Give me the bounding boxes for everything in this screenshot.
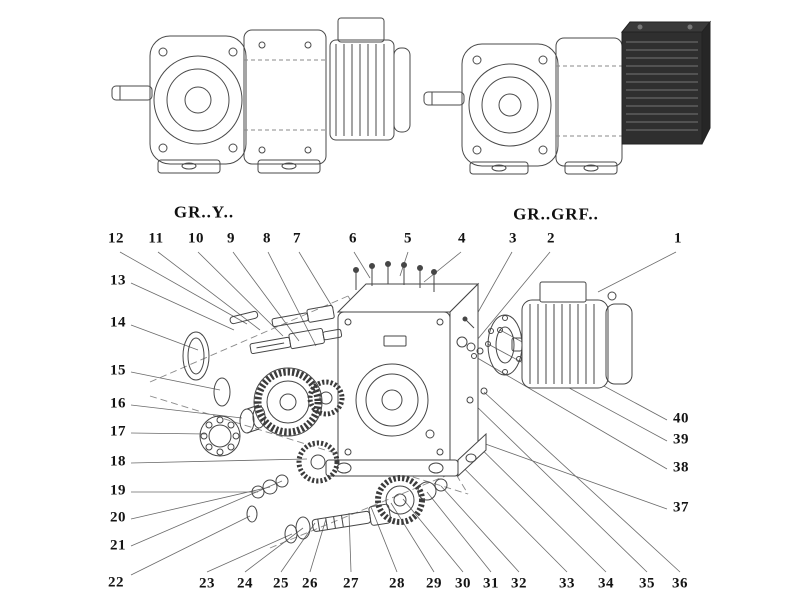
callout-label-28: 28 — [389, 575, 405, 592]
callout-label-8: 8 — [263, 230, 271, 247]
callout-label-15: 15 — [110, 362, 126, 379]
callout-label-4: 4 — [458, 230, 466, 247]
callout-label-27: 27 — [343, 575, 359, 592]
gearmotor-gr-y-drawing — [111, 17, 411, 174]
callout-label-1: 1 — [674, 230, 682, 247]
callout-label-34: 34 — [598, 575, 614, 592]
cover-bolts — [353, 261, 437, 292]
callout-label-14: 14 — [110, 314, 126, 331]
callout-label-9: 9 — [227, 230, 235, 247]
callout-label-23: 23 — [199, 575, 215, 592]
callout-label-32: 32 — [511, 575, 527, 592]
ball-bearing — [199, 415, 241, 457]
large-gear — [253, 367, 345, 437]
callout-label-3: 3 — [509, 230, 517, 247]
gearmotor-gr-grf-drawing — [423, 20, 712, 175]
callout-label-2: 2 — [547, 230, 555, 247]
callout-label-33: 33 — [559, 575, 575, 592]
callout-label-7: 7 — [293, 230, 301, 247]
callout-label-39: 39 — [673, 431, 689, 448]
callout-label-5: 5 — [404, 230, 412, 247]
callout-label-24: 24 — [237, 575, 253, 592]
callout-label-29: 29 — [426, 575, 442, 592]
callout-label-26: 26 — [302, 575, 318, 592]
exploded-view-drawing — [119, 251, 681, 576]
callout-label-16: 16 — [110, 395, 126, 412]
variant-title-gr-grf: GR..GRF.. — [513, 204, 599, 224]
callout-label-21: 21 — [110, 537, 126, 554]
intermediate-gear — [251, 440, 340, 499]
callout-label-20: 20 — [110, 509, 126, 526]
callout-label-30: 30 — [455, 575, 471, 592]
callout-label-13: 13 — [110, 272, 126, 289]
callout-label-35: 35 — [639, 575, 655, 592]
pinion-shaft-assembly — [284, 475, 448, 544]
callout-label-40: 40 — [673, 410, 689, 427]
callout-label-36: 36 — [672, 575, 688, 592]
gear-housing — [325, 282, 487, 478]
callout-label-12: 12 — [108, 230, 124, 247]
callout-label-38: 38 — [673, 459, 689, 476]
callout-label-18: 18 — [110, 453, 126, 470]
callout-label-22: 22 — [108, 574, 124, 591]
callout-label-31: 31 — [483, 575, 499, 592]
callout-label-19: 19 — [110, 482, 126, 499]
callout-label-17: 17 — [110, 423, 126, 440]
callout-label-6: 6 — [349, 230, 357, 247]
variant-title-gr-y: GR..Y.. — [173, 202, 235, 222]
input-shaft-parts — [229, 305, 343, 355]
seal-rings-left — [182, 331, 258, 523]
motor-drawing — [487, 281, 633, 389]
callout-label-37: 37 — [673, 499, 689, 516]
callout-label-11: 11 — [148, 230, 164, 247]
callout-label-10: 10 — [188, 230, 204, 247]
callout-label-25: 25 — [273, 575, 289, 592]
